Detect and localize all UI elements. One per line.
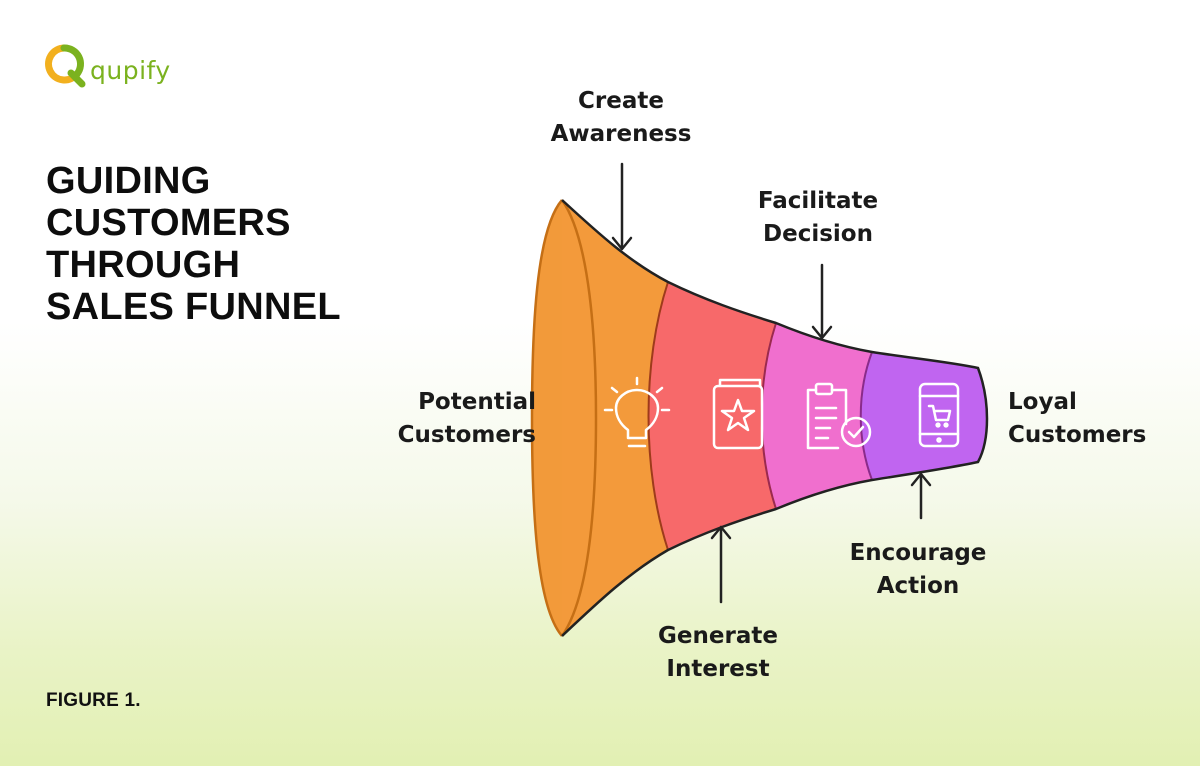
funnel-stage-facilitate-decision xyxy=(759,323,872,509)
brand-name: qupify xyxy=(90,55,171,85)
label-line: Customers xyxy=(397,422,536,448)
label-line: Generate xyxy=(658,623,778,649)
label-line: Decision xyxy=(763,221,873,247)
label-line: Customers xyxy=(1008,422,1147,448)
mobile-cart-icon xyxy=(918,382,960,448)
label-line: Facilitate xyxy=(757,188,879,214)
arrow-up-icon xyxy=(710,525,732,604)
label-line: Loyal xyxy=(1008,389,1077,415)
label-line: Create xyxy=(578,88,664,114)
brand-logo: qupify xyxy=(44,44,171,88)
stage-label-encourage-action: Encourage Action xyxy=(818,537,1018,603)
clipboard-check-icon xyxy=(806,382,872,450)
stage-label-facilitate-decision: Facilitate Decision xyxy=(718,185,918,251)
q-logo-icon xyxy=(45,44,86,88)
stage-label-create-awareness: Create Awareness xyxy=(521,85,721,151)
lightbulb-icon xyxy=(603,376,671,448)
label-line: Encourage xyxy=(849,540,987,566)
label-line: Interest xyxy=(666,656,770,682)
label-line: Action xyxy=(876,573,960,599)
funnel-stage-generate-interest xyxy=(646,282,776,550)
star-book-icon xyxy=(712,378,764,450)
title-line: CUSTOMERS xyxy=(46,202,291,244)
label-line: Potential xyxy=(418,389,536,415)
funnel-end-label: Loyal Customers xyxy=(1008,386,1188,452)
page-title: GUIDING CUSTOMERS THROUGH SALES FUNNEL xyxy=(46,160,406,328)
stage-label-generate-interest: Generate Interest xyxy=(618,620,818,686)
title-line: SALES FUNNEL xyxy=(46,286,341,328)
figure-caption: FIGURE 1. xyxy=(46,690,141,711)
funnel-stage-create-awareness xyxy=(544,200,668,636)
arrow-down-icon xyxy=(611,162,633,251)
label-line: Awareness xyxy=(550,121,692,147)
arrow-down-icon xyxy=(811,263,833,340)
title-line: THROUGH xyxy=(46,244,241,286)
funnel-stage-encourage-action xyxy=(858,352,987,480)
arrow-up-icon xyxy=(910,472,932,520)
funnel-start-label: Potential Customers xyxy=(346,386,536,452)
title-line: GUIDING xyxy=(46,160,211,202)
